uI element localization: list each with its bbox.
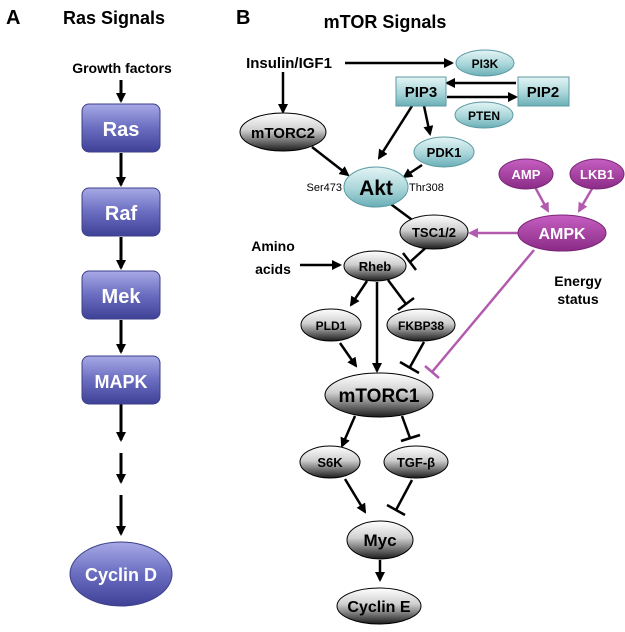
pip3-node: PIP3 — [395, 76, 447, 107]
ampk-node: AMPK — [517, 214, 607, 252]
raf-label: Raf — [105, 203, 138, 225]
panel-b-title: mTOR Signals — [324, 12, 447, 32]
inhibit-tgfb-myc — [394, 479, 414, 511]
pi3k-node: PI3K — [455, 49, 515, 77]
pi3k-label: PI3K — [472, 57, 499, 71]
inhibit-tgfb-myc-bar — [386, 503, 406, 517]
pip2-label: PIP2 — [527, 84, 560, 101]
ampk-connectors — [424, 186, 595, 379]
arrow-pld1-mtorc1 — [338, 342, 358, 368]
rheb-label: Rheb — [359, 259, 392, 274]
s6k-label: S6K — [317, 455, 343, 470]
mapk-label: MAPK — [95, 372, 148, 392]
panel-a-title: Ras Signals — [63, 8, 165, 28]
pip2-node: PIP2 — [517, 76, 570, 107]
tgfb-label: TGF-β — [397, 455, 435, 470]
ampk-label: AMPK — [538, 226, 586, 243]
akt-label: Akt — [359, 177, 393, 200]
thr308-label: Thr308 — [409, 182, 444, 194]
insulin-label: Insulin/IGF1 — [246, 55, 332, 72]
growth-factors-label: Growth factors — [72, 60, 172, 76]
arrow-mtorc2-akt — [311, 146, 350, 177]
mtorc2-node: mTORC2 — [239, 112, 327, 152]
tgfb-node: TGF-β — [383, 445, 449, 479]
rheb-node: Rheb — [343, 250, 407, 282]
ser473-label: Ser473 — [307, 182, 342, 194]
energy-label-line2: status — [557, 291, 598, 307]
arrow-s6k-myc — [343, 478, 367, 514]
pten-node: PTEN — [454, 101, 514, 129]
mek-node: Mek — [81, 270, 161, 320]
pld1-label: PLD1 — [316, 319, 347, 333]
cyclin-d-label: Cyclin D — [85, 565, 157, 585]
arrow-pip3-pdk1 — [422, 105, 434, 136]
lkb1-node: LKB1 — [569, 158, 625, 190]
arrow-amp-ampk — [533, 186, 550, 213]
inhibit-rheb-fkbp38-bar — [397, 297, 415, 311]
amino-label-line2: acids — [255, 261, 291, 277]
arrow-pip3-akt — [377, 105, 414, 160]
pdk1-node: PDK1 — [413, 136, 475, 168]
cyclin-e-label: Cyclin E — [347, 599, 410, 616]
s6k-node: S6K — [299, 445, 361, 479]
mtor-arrows — [278, 58, 518, 582]
arrow-pdk1-akt — [402, 163, 423, 179]
inhibit-fkbp38-mtorc1-bar — [399, 360, 420, 375]
cyclin-e-node: Cyclin E — [336, 587, 422, 625]
amp-node: AMP — [498, 158, 554, 190]
pip3-label: PIP3 — [405, 84, 438, 101]
mapk-node: MAPK — [81, 355, 161, 405]
inhibit-mtorc1-tgfb-bar — [400, 433, 421, 443]
inhibit-fkbp38-mtorc1 — [408, 341, 426, 368]
arrow-mtorc1-s6k — [340, 415, 357, 448]
mek-label: Mek — [102, 286, 142, 308]
arrow-rheb-pld1 — [349, 280, 369, 307]
akt-node: Akt — [343, 166, 409, 208]
pld1-node: PLD1 — [300, 308, 362, 342]
panel-a-letter: A — [6, 7, 20, 29]
cyclin-d-node: Cyclin D — [69, 541, 173, 607]
amino-label-line1: Amino — [251, 238, 295, 254]
panel-b-letter: B — [236, 7, 250, 29]
myc-label: Myc — [363, 531, 396, 550]
inhibit-rheb-fkbp38 — [387, 279, 407, 305]
pdk1-label: PDK1 — [427, 145, 462, 160]
inhibit-mtorc1-tgfb — [400, 415, 412, 439]
amp-label: AMP — [512, 167, 541, 182]
fkbp38-label: FKBP38 — [398, 319, 444, 333]
inhibit-ampk-mtorc1 — [431, 249, 535, 373]
mtorc1-label: mTORC1 — [339, 386, 420, 407]
inhibit-ampk-mtorc1-bar — [424, 365, 440, 379]
pten-label: PTEN — [468, 109, 500, 123]
tsc-node: TSC1/2 — [399, 214, 469, 250]
raf-node: Raf — [81, 187, 161, 237]
myc-node: Myc — [346, 520, 414, 560]
arrow-lkb1-ampk — [577, 186, 595, 213]
ras-node: Ras — [81, 103, 161, 153]
lkb1-label: LKB1 — [580, 167, 614, 182]
energy-label-line1: Energy — [554, 273, 602, 289]
mtorc1-node: mTORC1 — [324, 372, 434, 418]
fkbp38-node: FKBP38 — [386, 308, 456, 342]
ras-label: Ras — [103, 119, 140, 141]
inhibit-tsc-rheb-bar — [402, 252, 417, 271]
tsc-label: TSC1/2 — [412, 225, 456, 240]
mtorc2-label: mTORC2 — [251, 125, 315, 142]
